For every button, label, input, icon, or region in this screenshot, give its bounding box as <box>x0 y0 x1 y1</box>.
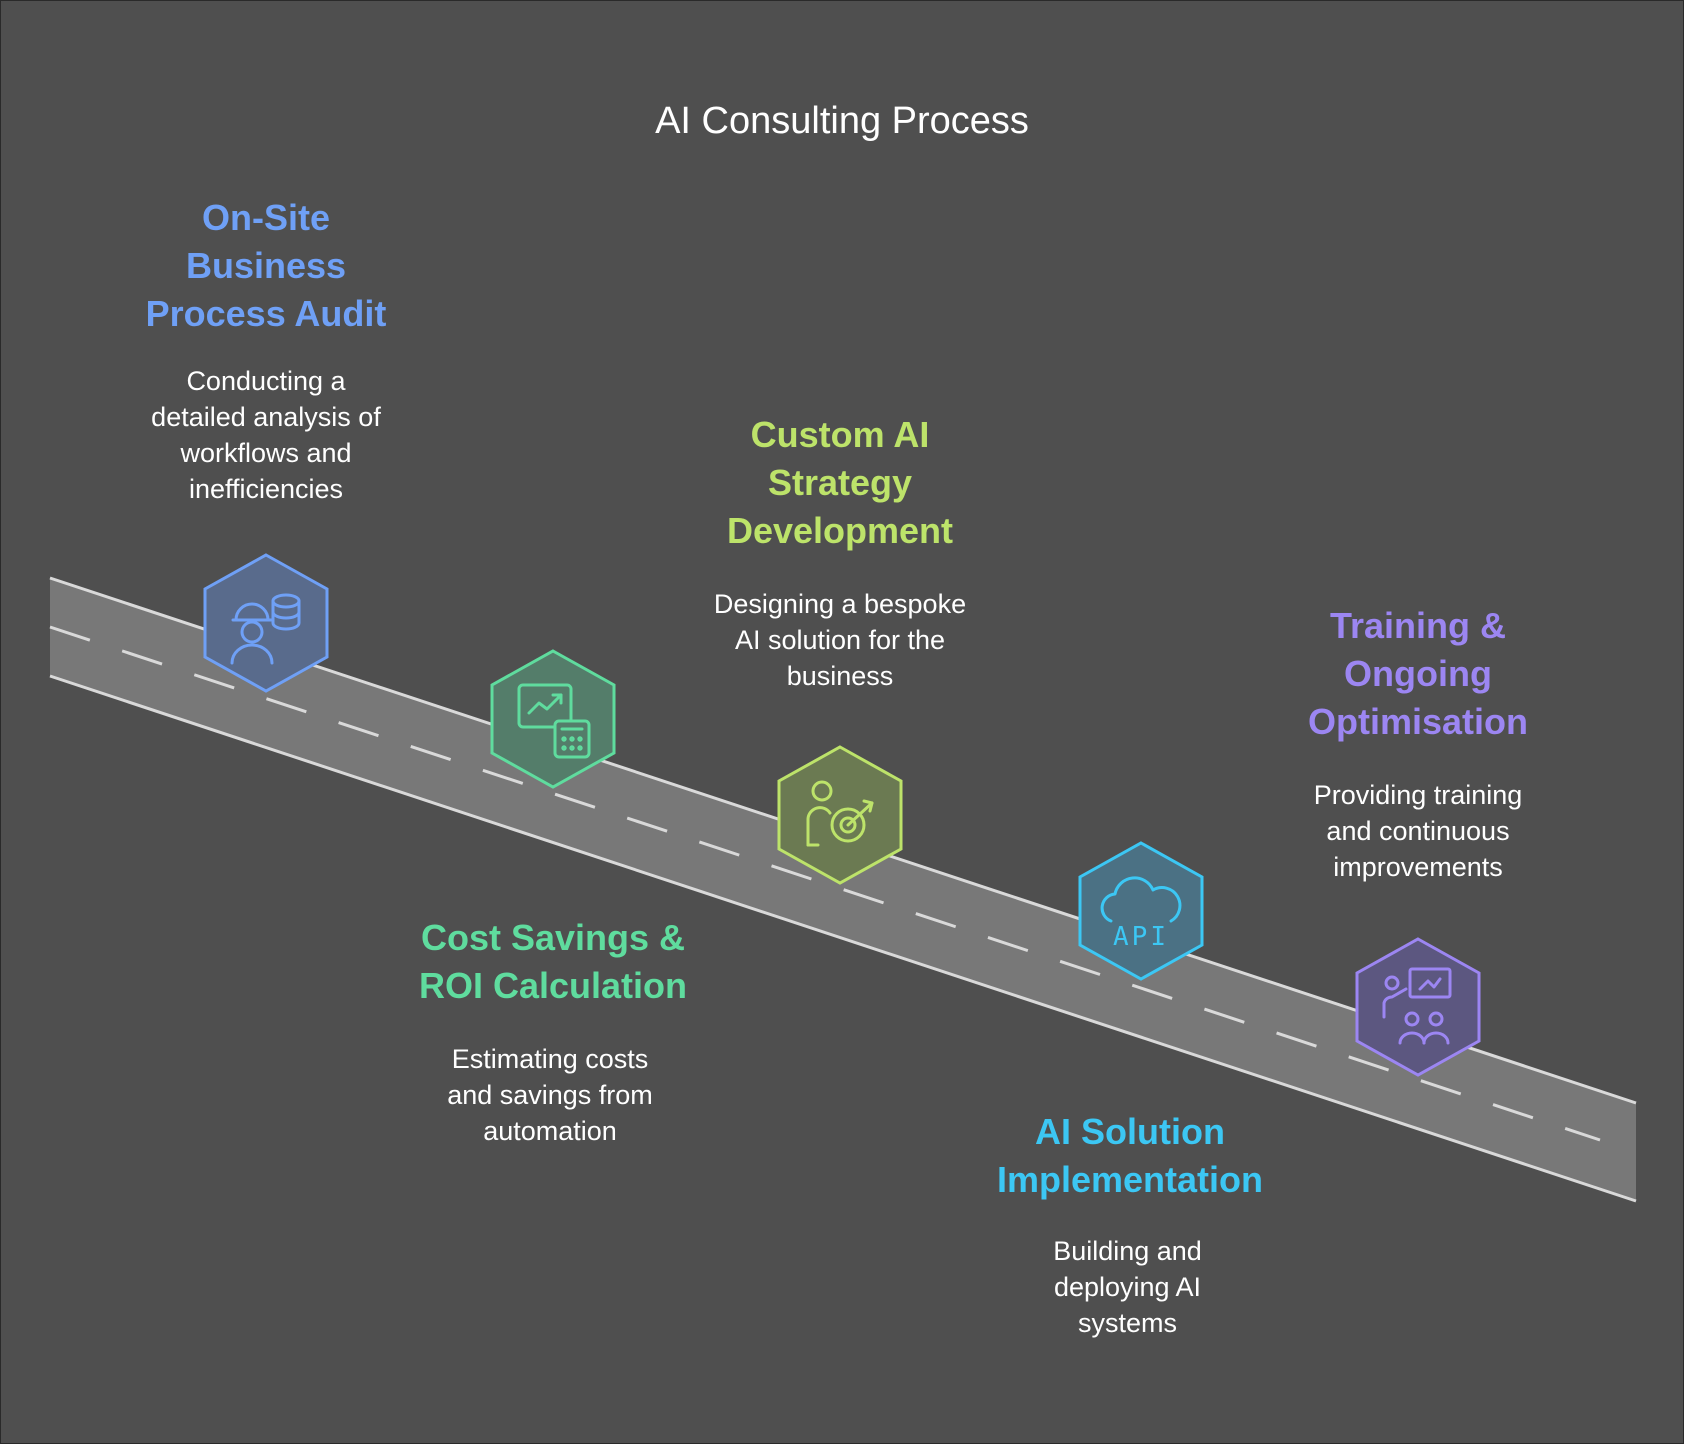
worker-database-icon <box>230 593 301 665</box>
step-2-title: Cost Savings & ROI Calculation <box>418 917 688 1006</box>
step-5-marker <box>1355 937 1481 1077</box>
step-4-title: AI Solution Implementation <box>996 1111 1264 1200</box>
step-2-marker <box>490 649 616 789</box>
presentation-group-icon <box>1382 967 1452 1045</box>
cloud-api-icon <box>1100 876 1182 923</box>
step-4-description: Building and deploying AI systems <box>1053 1236 1202 1338</box>
step-3-description: Designing a bespoke AI solution for the … <box>713 589 967 691</box>
step-3-marker <box>777 745 903 885</box>
step-3-title: Custom AI Strategy Development <box>726 414 954 551</box>
chart-calculator-icon <box>517 683 591 759</box>
step-5-description: Providing training and continuous improv… <box>1313 780 1523 882</box>
step-1-description: Conducting a detailed analysis of workfl… <box>151 366 381 504</box>
api-icon-label: API <box>1113 922 1169 952</box>
step-4-marker: API <box>1078 841 1204 981</box>
step-1-marker <box>203 553 329 693</box>
step-5-title: Training & Ongoing Optimisation <box>1307 605 1528 742</box>
road <box>50 578 1636 1201</box>
road-edge-bottom <box>49 674 1637 1203</box>
person-target-icon <box>806 780 874 847</box>
diagram-title: AI Consulting Process <box>655 100 1029 142</box>
step-2-description: Estimating costs and savings from automa… <box>447 1044 653 1146</box>
step-1-title: On-Site Business Process Audit <box>145 197 387 334</box>
